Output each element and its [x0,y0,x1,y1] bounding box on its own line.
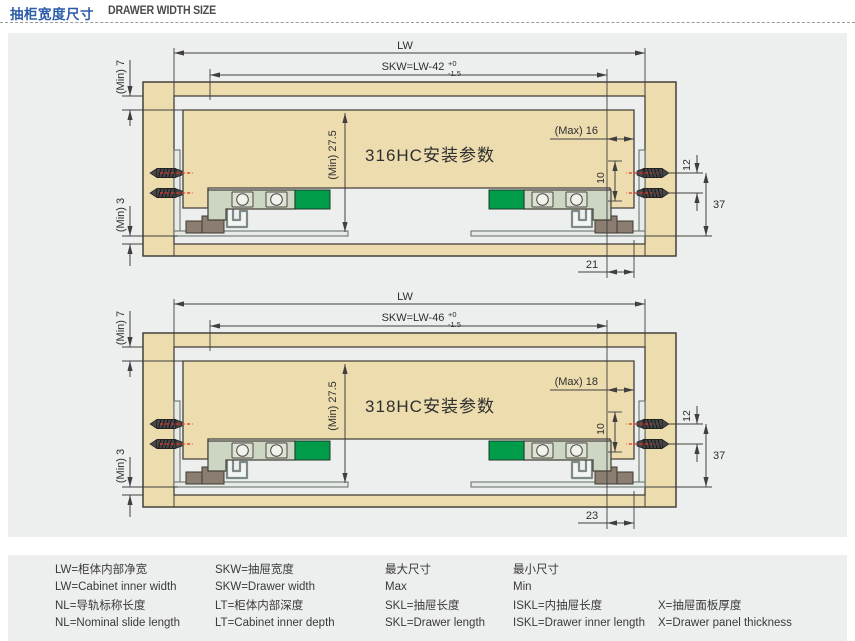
bottom-offset-label: 21 [586,259,598,271]
screw-offset-label: 10 [595,423,607,435]
legend-item: NL=Nominal slide length [55,617,180,629]
legend-item: 最小尺寸 [513,564,559,576]
legend-column-min-iskl: 最小尺寸 Min ISKL=内抽屉长度 ISKL=Drawer inner le… [513,562,645,632]
min-bottom-clearance-label: (Min) 3 [115,449,127,483]
legend-column-skw-lt: SKW=抽屉宽度 SKW=Drawer width LT=柜体内部深度 LT=C… [215,562,335,632]
model-title: 316HC安装参数 [365,146,495,165]
legend-item: ISKL=Drawer inner length [513,617,646,629]
tolerance-upper-label: +0 [448,59,457,68]
screw-spacing-label: 12 [681,159,693,171]
legend-item: X=抽屉面板厚度 [658,600,742,612]
model-title: 318HC安装参数 [365,397,495,416]
bottom-offset-label: 23 [586,510,598,522]
diagram-316hc: LW SKW=LW-42 +0 -1.5 (Min) 7 (Min) 3 (Mi… [115,40,725,278]
legend-item: Min [513,581,532,593]
diagram-panel: LW SKW=LW-42 +0 -1.5 (Min) 7 (Min) 3 (Mi… [8,33,847,537]
legend-column-x: X=抽屉面板厚度 X=Drawer panel thickness [658,562,792,632]
mount-height-label: 37 [713,450,725,462]
legend-item: Max [385,581,407,593]
skw-formula-label: SKW=LW-42 [382,61,445,73]
page-header: 抽柜宽度尺寸 DRAWER WIDTH SIZE [0,0,855,23]
page-title: 抽柜宽度尺寸 [10,7,94,22]
max-side-gap-label: (Max) 18 [555,376,598,388]
min-height-label: (Min) 27.5 [327,381,339,431]
technical-drawing: LW SKW=LW-42 +0 -1.5 (Min) 7 (Min) 3 (Mi… [115,40,725,537]
legend-item: SKW=抽屉宽度 [215,564,294,576]
min-top-clearance-label: (Min) 7 [115,311,127,345]
tolerance-upper-label: +0 [448,310,457,319]
legend-item [658,562,792,579]
legend-panel: LW=柜体内部净宽 LW=Cabinet inner width NL=导轨标称… [8,555,847,641]
diagram-318hc: LW SKW=LW-46 +0 -1.5 (Min) 7 (Min) 3 (Mi… [115,291,725,529]
lw-dimension-label: LW [397,40,413,52]
legend-item: X=Drawer panel thickness [658,617,792,629]
tolerance-lower-label: -1.5 [448,320,461,329]
legend-item: SKW=Drawer width [215,581,316,593]
legend-item: LT=Cabinet inner depth [215,617,335,629]
page-subtitle: DRAWER WIDTH SIZE [108,5,216,17]
legend-item: LT=柜体内部深度 [215,600,304,612]
screw-spacing-label: 12 [681,410,693,422]
legend-item [658,579,792,596]
legend-item: SKL=抽屉长度 [385,600,460,612]
legend-item: LW=柜体内部净宽 [55,564,148,576]
min-bottom-clearance-label: (Min) 3 [115,198,127,232]
tolerance-lower-label: -1.5 [448,69,461,78]
min-height-label: (Min) 27.5 [327,130,339,180]
legend-column-max-skl: 最大尺寸 Max SKL=抽屉长度 SKL=Drawer length [385,562,485,632]
lw-dimension-label: LW [397,291,413,303]
legend-column-lw-nl: LW=柜体内部净宽 LW=Cabinet inner width NL=导轨标称… [55,562,180,632]
min-top-clearance-label: (Min) 7 [115,60,127,94]
max-side-gap-label: (Max) 16 [555,125,598,137]
skw-formula-label: SKW=LW-46 [382,312,445,324]
legend-item: ISKL=内抽屉长度 [513,600,603,612]
legend-item: 最大尺寸 [385,564,431,576]
legend-item: LW=Cabinet inner width [55,581,177,593]
screw-offset-label: 10 [595,172,607,184]
mount-height-label: 37 [713,199,725,211]
legend-item: NL=导轨标称长度 [55,600,146,612]
legend-item: SKL=Drawer length [385,617,486,629]
